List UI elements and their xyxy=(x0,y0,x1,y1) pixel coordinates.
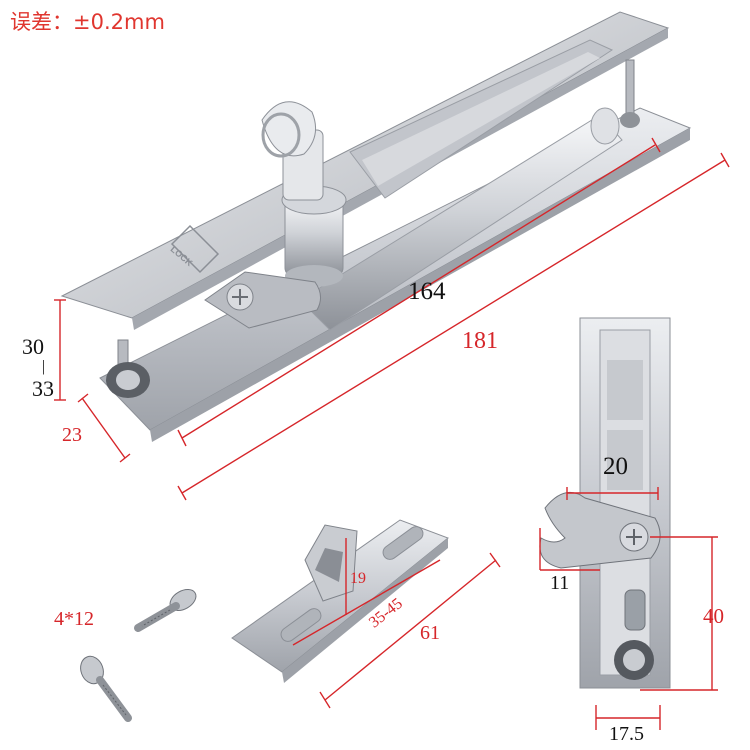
dimension-lines-keeper xyxy=(292,538,501,709)
hook-side-view xyxy=(539,317,671,689)
dim-separator: | xyxy=(42,358,46,375)
dim-19-label: 19 xyxy=(350,570,366,587)
dim-30-label: 30 xyxy=(22,334,44,359)
screw-2 xyxy=(80,655,132,722)
dimension-lines-lock xyxy=(54,137,730,501)
dim-164-label: 164 xyxy=(408,278,446,305)
dim-40-label: 40 xyxy=(703,604,724,628)
dimension-lines-hook xyxy=(539,487,718,730)
screw-1 xyxy=(134,589,197,632)
dim-23-label: 23 xyxy=(62,424,82,446)
dim-61-label: 61 xyxy=(420,622,440,644)
dim-20-label: 20 xyxy=(603,453,628,480)
dim-17-5-label: 17.5 xyxy=(609,723,644,745)
dim-33-label: 33 xyxy=(32,376,54,401)
screw-size-label: 4*12 xyxy=(54,608,94,630)
dim-11-label: 11 xyxy=(550,572,570,594)
keeper-plate xyxy=(231,519,449,683)
tolerance-note: 误差：±0.2mm xyxy=(10,10,165,34)
dim-181-label: 181 xyxy=(462,328,498,354)
